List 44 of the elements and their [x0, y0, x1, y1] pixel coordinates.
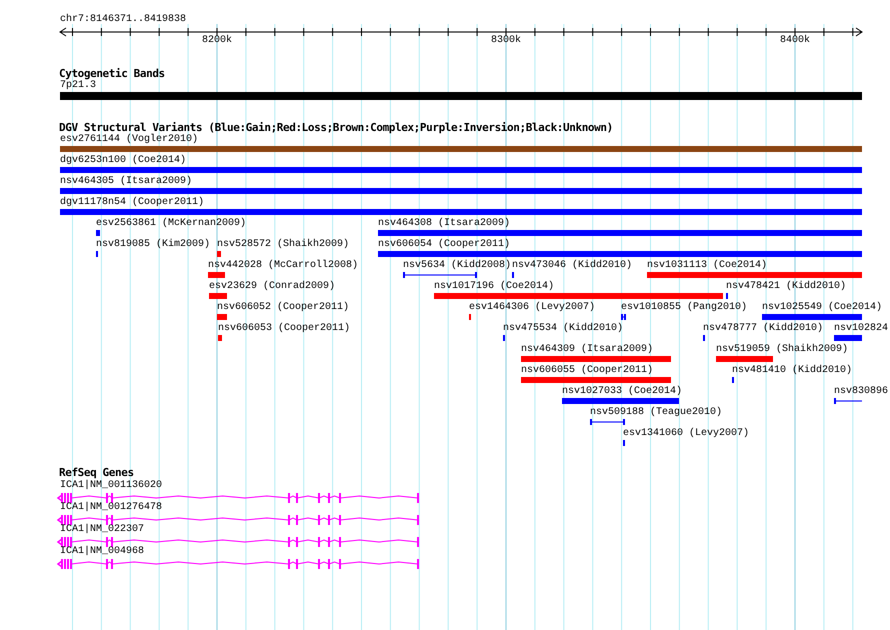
variant-label: nsv606052 (Cooper2011) [217, 302, 350, 314]
track-title: RefSeq Genes [59, 467, 134, 479]
gene-label: ICA1|NM_001276478 [60, 502, 164, 514]
variant-label: esv1341060 (Levy2007) [623, 428, 750, 440]
variant-label: nsv528572 (Shaikh2009) [217, 239, 350, 251]
variant-label: nsv442028 (McCarroll2008) [208, 260, 358, 272]
region-coordinates: chr7:8146371..8419838 [60, 14, 186, 26]
variant-label: nsv475534 (Kidd2010) [503, 323, 624, 335]
variant-label: esv2761144 (Vogler2010) [60, 134, 200, 146]
gene-label: ICA1|NM_001136020 [60, 480, 164, 492]
variant-label: nsv1027033 (Coe2014) [562, 386, 682, 398]
variant-label: esv1464306 (Levy2007) [469, 302, 596, 314]
variant-label: nsv830896 [834, 386, 888, 398]
variant-label: nsv519059 (Shaikh2009) [716, 344, 848, 356]
gene-label: ICA1|NM_022307 [60, 524, 146, 536]
variant-label: nsv1031113 (Coe2014) [647, 260, 768, 272]
variant-label: nsv464308 (Itsara2009) [378, 218, 512, 230]
variant-label: nsv606055 (Cooper2011) [521, 365, 654, 377]
variant-label: nsv1025549 (Coe2014) [762, 302, 882, 314]
variant-label: nsv464309 (Itsara2009) [521, 344, 654, 356]
variant-label: esv23629 (Conrad2009) [209, 281, 336, 293]
variant-label: dgv6253n100 (Coe2014) [60, 155, 188, 167]
band-label: 7p21.3 [60, 80, 98, 92]
variant-label: nsv464305 (Itsara2009) [60, 176, 194, 188]
variant-label: nsv819085 (Kim2009) [96, 239, 210, 251]
variant-label: nsv606053 (Cooper2011) [218, 323, 350, 335]
variant-label: dgv11178n54 (Cooper2011) [60, 197, 206, 209]
axis-tick-label: 8400k [780, 35, 810, 47]
variant-label: nsv473046 (Kidd2010) [512, 260, 632, 272]
variant-label: nsv606054 (Cooper2011) [378, 239, 512, 251]
axis-tick-label: 8200k [202, 35, 232, 47]
variant-label: nsv102824 [834, 323, 888, 335]
gene-label: ICA1|NM_004968 [60, 546, 146, 558]
axis-tick-label: 8300k [491, 35, 522, 47]
variant-label: nsv1017196 (Coe2014) [434, 281, 556, 293]
track-title: Cytogenetic Bands [59, 68, 165, 80]
variant-label: nsv5634 (Kidd2008) [403, 260, 512, 272]
variant-label: esv1010855 (Pang2010) [621, 302, 748, 314]
variant-label: nsv478421 (Kidd2010) [726, 281, 846, 293]
variant-label: nsv509188 (Teague2010) [590, 407, 722, 419]
variant-label: nsv481410 (Kidd2010) [732, 365, 852, 377]
variant-label: esv2563861 (McKernan2009) [96, 218, 246, 230]
variant-label: nsv478777 (Kidd2010) [703, 323, 824, 335]
track-title: DGV Structural Variants (Blue:Gain;Red:Loss;Brown:Complex;Purple:Inversion;Black:Unknown) [59, 122, 613, 134]
